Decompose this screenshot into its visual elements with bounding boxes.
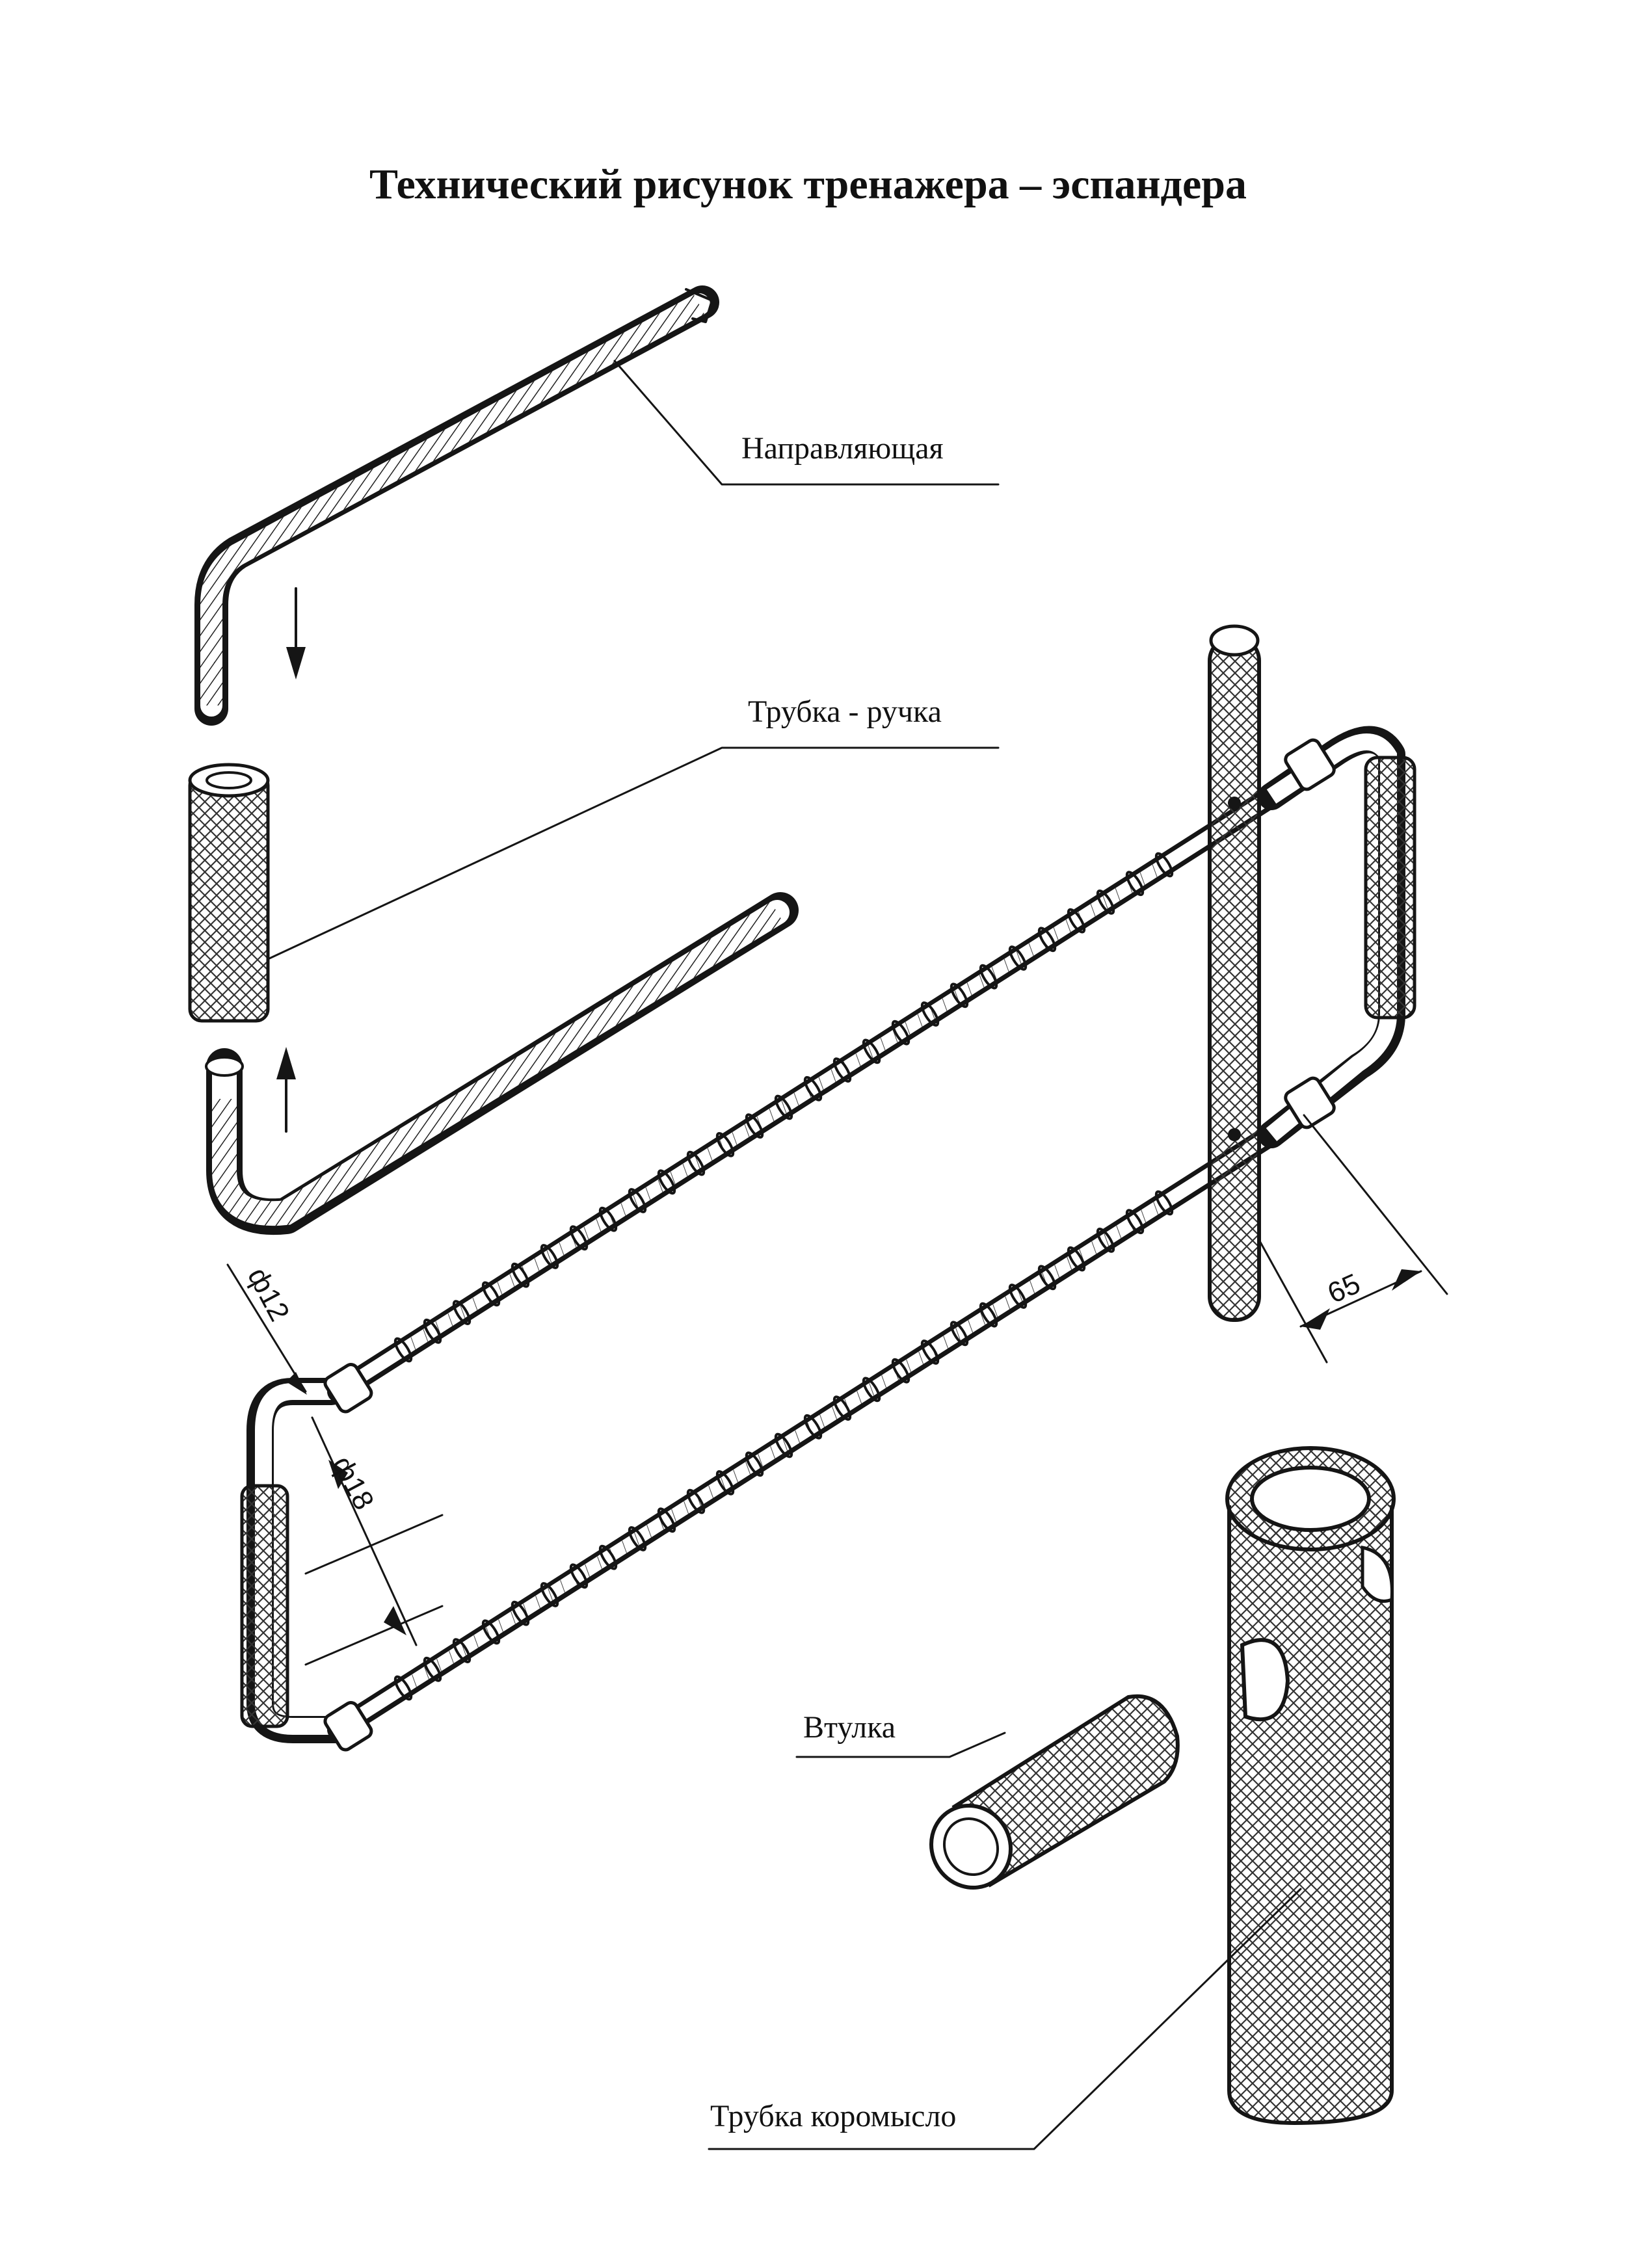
dim-65-text: 65 <box>1323 1267 1365 1310</box>
spring-coil <box>481 1281 501 1307</box>
bushing-leader <box>795 1732 1006 1758</box>
spring-coil <box>862 1377 881 1403</box>
spring-coil <box>715 1132 735 1157</box>
spring-coil <box>686 1150 706 1176</box>
spring-coil <box>920 1001 940 1027</box>
spring-coil <box>1067 1246 1086 1272</box>
spring-coil <box>628 1526 647 1551</box>
spring-coil <box>423 1656 442 1682</box>
rocker-rod <box>1208 624 1261 1322</box>
spring-coil <box>979 1302 998 1328</box>
dimension-d12 <box>226 1263 307 1395</box>
spring-coil <box>891 1358 910 1384</box>
spring-coil <box>745 1113 764 1139</box>
spring-coil <box>1125 1209 1145 1235</box>
spring-coil <box>452 1638 472 1663</box>
spring-coil <box>920 1339 940 1365</box>
rocker-tube-leader <box>708 1888 1302 2150</box>
guide-leader <box>613 360 1000 486</box>
spring-coil <box>393 1675 413 1701</box>
spring-coil <box>423 1318 442 1344</box>
guide-rod <box>194 285 719 726</box>
spring-coil <box>1096 890 1115 915</box>
spring-coil <box>803 1414 823 1440</box>
dim-d18-text: ф18 <box>326 1451 380 1515</box>
handle-tube <box>188 763 270 1023</box>
spring-coil <box>745 1451 764 1477</box>
page-title: Технический рисунок тренажера – эспандер… <box>369 161 1247 208</box>
spring-coil <box>1008 945 1028 971</box>
spring-coil <box>686 1488 706 1514</box>
dimension-65 <box>1257 1114 1448 1364</box>
spring-coil <box>1008 1284 1028 1309</box>
label-guide: Направляющая <box>741 431 944 466</box>
spring-coil <box>862 1038 881 1064</box>
spring-coil <box>598 1206 618 1232</box>
label-rocker-tube: Трубка коромысло <box>710 2099 956 2133</box>
spring-coil <box>832 1395 852 1421</box>
spring-coil <box>1037 927 1057 953</box>
dimension-d18 <box>304 1416 444 1666</box>
spring-coil <box>481 1619 501 1645</box>
bushing <box>929 1694 1180 1890</box>
spring-coil <box>715 1470 735 1496</box>
spring-coil <box>1154 852 1174 878</box>
spring-coil <box>1154 1190 1174 1216</box>
arrow-up-icon <box>276 1047 296 1133</box>
spring-coil <box>950 1321 969 1347</box>
spring-coil <box>452 1300 472 1325</box>
rocker-tube <box>1225 1446 1396 2126</box>
spring-coil <box>832 1057 852 1083</box>
label-bushing: Втулка <box>803 1710 896 1745</box>
spring-coil <box>393 1337 413 1363</box>
spring-coil <box>511 1262 530 1288</box>
spring-coil <box>1096 1228 1115 1253</box>
spring-coil <box>657 1169 676 1195</box>
spring-coil <box>569 1225 589 1251</box>
spring-coil <box>1067 908 1086 934</box>
spring-coil <box>1125 871 1145 897</box>
spring-coil <box>891 1020 910 1046</box>
spring-coil <box>598 1544 618 1570</box>
spring-coil <box>511 1600 530 1626</box>
spring-coil <box>657 1507 676 1533</box>
handle-tube-leader <box>267 746 1000 960</box>
spring-coil <box>979 964 998 990</box>
dim-d12-text: ф12 <box>241 1263 295 1326</box>
spring-coil <box>628 1188 647 1213</box>
spring-coil <box>774 1094 793 1120</box>
spring-coil <box>803 1075 823 1101</box>
expander-frame <box>240 726 1416 1752</box>
spring-coil <box>774 1432 793 1458</box>
spring-coil <box>540 1582 559 1607</box>
spring-coil <box>1037 1265 1057 1291</box>
arrow-down-icon <box>286 587 306 679</box>
spring-coil <box>540 1244 559 1269</box>
spring-coil <box>950 982 969 1009</box>
lower-bent-rod <box>205 892 799 1235</box>
spring-coil <box>569 1563 589 1589</box>
label-handle-tube: Трубка - ручка <box>748 694 942 729</box>
